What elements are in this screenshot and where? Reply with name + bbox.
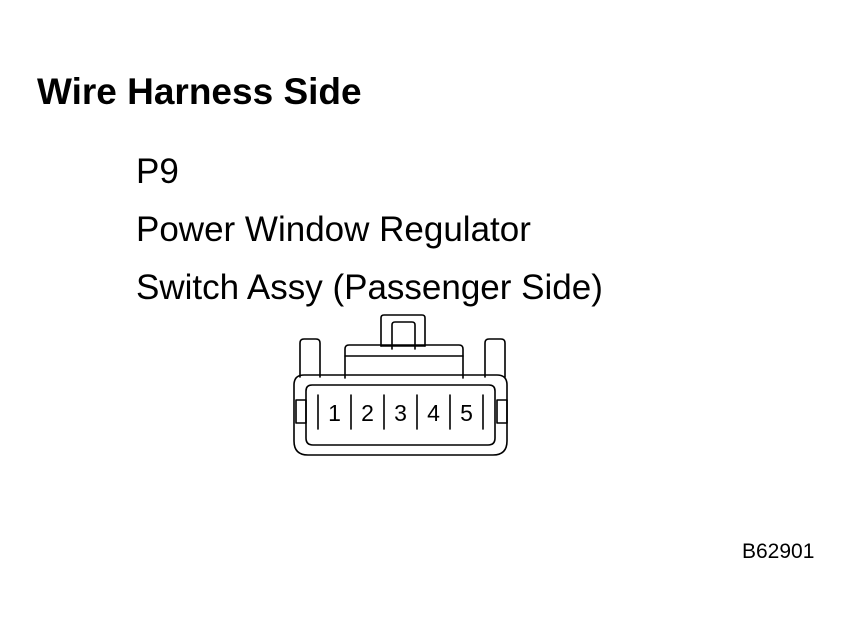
connector-body [293,374,508,456]
connector-inner-frame [305,384,496,446]
latch-housing [344,344,464,379]
connector-drawing: 1 2 3 4 5 [293,314,508,456]
connector-info: P9 Power Window Regulator Switch Assy (P… [136,143,603,317]
connector-name-line-2: Switch Assy (Passenger Side) [136,268,603,307]
locking-tab [380,314,426,347]
pin-label: 5 [460,400,473,426]
right-ear [496,399,508,424]
connector-name-line-1: Power Window Regulator [136,210,531,249]
reference-code: B62901 [742,540,815,563]
right-post [484,338,506,378]
pin-label: 4 [427,400,440,426]
left-ear [295,399,307,424]
pin-label: 1 [328,400,341,426]
left-post [299,338,321,378]
connector-code: P9 [136,152,179,191]
pin-label: 3 [394,400,407,426]
locking-tab-slot [391,321,416,350]
pin-label: 2 [361,400,374,426]
diagram-heading: Wire Harness Side [37,71,362,112]
